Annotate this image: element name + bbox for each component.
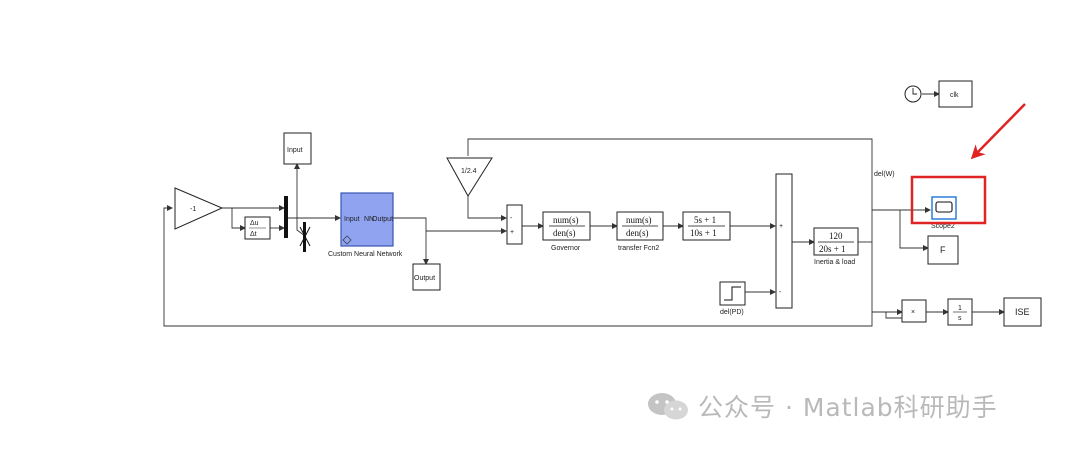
step-block[interactable]: del(PD) xyxy=(719,281,746,316)
output-label: Output xyxy=(414,275,435,282)
governor-numerator: num(s) xyxy=(553,215,579,225)
inertia-name: Inertia & load xyxy=(814,259,855,266)
input-label: Input xyxy=(287,147,303,154)
input-block[interactable]: Input xyxy=(283,132,312,165)
watermark-text: 公众号 · Matlab科研助手 xyxy=(698,393,998,422)
lead-lag-block[interactable]: 5s + 1 10s + 1 xyxy=(682,211,731,241)
clock-block[interactable] xyxy=(904,85,922,103)
inertia-denominator: 20s + 1 xyxy=(819,244,846,254)
gain-block[interactable]: -1 xyxy=(174,187,224,230)
wechat-icon xyxy=(648,393,688,420)
gain-value: -1 xyxy=(190,206,196,213)
lead-numerator: 5s + 1 xyxy=(694,215,716,225)
demux-block[interactable] xyxy=(299,222,311,252)
sum2-plus-sign: + xyxy=(779,223,783,230)
clk-block[interactable]: clk xyxy=(938,80,973,108)
signal-label-delw: del(W) xyxy=(874,171,895,178)
transfer-fcn2-block[interactable]: num(s) den(s) transfer Fcn2 xyxy=(616,211,664,252)
tf2-name: transfer Fcn2 xyxy=(618,245,659,252)
highlight-arrow xyxy=(970,103,1026,160)
integrator-block[interactable]: 1 s xyxy=(947,298,973,326)
sum-plus-sign: + xyxy=(510,229,514,236)
nn-link-icon xyxy=(342,235,352,245)
sum-block[interactable]: - + xyxy=(506,204,523,245)
nn-input-port: Input xyxy=(344,216,360,223)
product-sign: × xyxy=(911,309,915,316)
step-name: del(PD) xyxy=(720,309,744,316)
mux-block[interactable] xyxy=(284,196,288,238)
gain2-value: 1/2.4 xyxy=(461,168,477,175)
signal-lines xyxy=(163,91,1005,327)
scope2-block[interactable]: Scope2 xyxy=(931,196,957,230)
lead-denominator: 10s + 1 xyxy=(690,228,717,238)
product-block[interactable]: × xyxy=(901,299,927,323)
sum2-minus-sign: - xyxy=(779,289,782,296)
nn-name: Custom Neural Network xyxy=(328,251,403,258)
nn-core-label: NN xyxy=(364,216,374,223)
f-block[interactable]: F xyxy=(927,235,959,265)
integrator-denominator: s xyxy=(958,315,962,322)
neural-network-block[interactable]: Input NN Output Custom Neural Network xyxy=(328,192,403,258)
clk-label: clk xyxy=(950,92,959,99)
derivative-numerator: Δu xyxy=(250,220,259,227)
ise-label: ISE xyxy=(1015,307,1030,317)
ise-block[interactable]: ISE xyxy=(1003,297,1042,327)
inertia-numerator: 120 xyxy=(829,231,843,241)
derivative-denominator: Δt xyxy=(250,231,257,238)
governor-denominator: den(s) xyxy=(553,228,576,238)
integrator-numerator: 1 xyxy=(958,305,962,312)
output-block[interactable]: Output xyxy=(412,263,441,291)
scope-icon xyxy=(935,201,953,213)
scope2-name: Scope2 xyxy=(931,223,955,230)
f-label: F xyxy=(940,245,946,255)
tf2-denominator: den(s) xyxy=(626,228,649,238)
governor-block[interactable]: num(s) den(s) Governor xyxy=(542,211,591,252)
inertia-load-block[interactable]: 120 20s + 1 Inertia & load xyxy=(813,227,859,266)
watermark: 公众号 · Matlab科研助手 xyxy=(646,388,998,424)
nn-output-port: Output xyxy=(372,216,393,223)
gain2-block[interactable]: 1/2.4 xyxy=(446,157,493,197)
sum-minus-sign: - xyxy=(510,215,513,222)
sum2-block[interactable]: + - xyxy=(775,173,793,309)
tf2-numerator: num(s) xyxy=(626,215,652,225)
step-icon xyxy=(724,286,741,301)
highlight-box xyxy=(910,175,987,225)
governor-name: Governor xyxy=(551,245,581,252)
derivative-block[interactable]: Δu Δt xyxy=(244,216,271,240)
